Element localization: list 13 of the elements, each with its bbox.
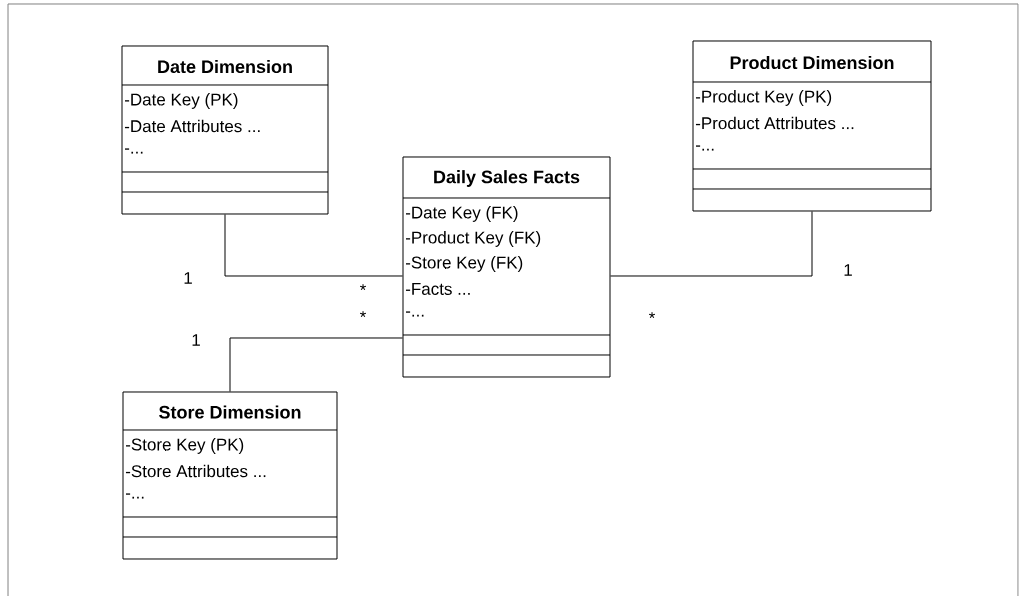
multiplicity-label: * [359,311,367,318]
multiplicity-label: * [359,284,367,291]
connector-line [224,214,403,277]
class-box: Daily Sales Facts -Date Key (FK) -Product Key (FK) -Store Key (FK) -Facts ... -... [402,156,611,378]
class-box: Product Dimension -Product Key (PK) -Product Attributes ... -... [692,40,932,212]
multiplicity-label: 1 [844,264,852,276]
connector-line [229,337,403,392]
multiplicity-label: 1 [192,334,200,346]
connector-line [610,211,813,277]
multiplicity-label: * [648,312,656,319]
multiplicity-label: 1 [184,272,192,284]
class-box: Date Dimension -Date Key (PK) -Date Attributes ... -... [121,45,329,215]
class-box: Store Dimension -Store Key (PK) -Store Attributes ... -... [122,391,338,560]
